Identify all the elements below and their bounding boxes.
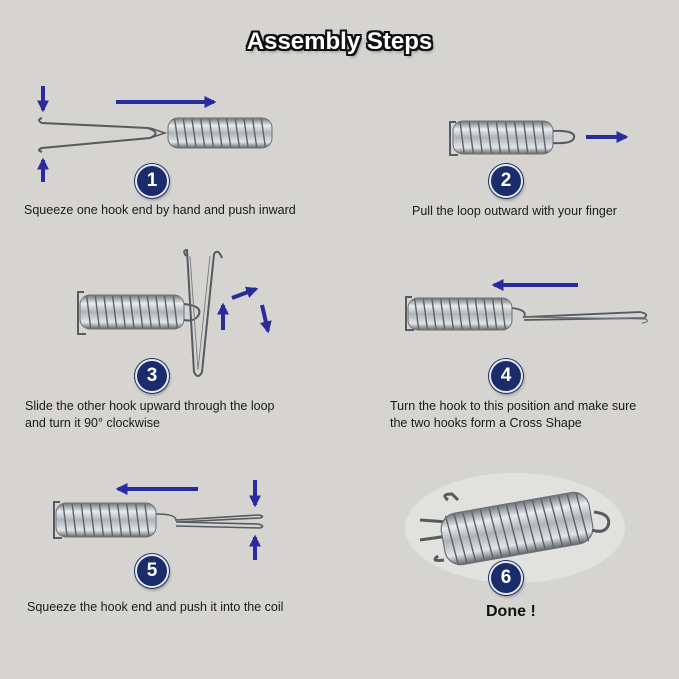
step-badge-4: 4 — [489, 359, 523, 393]
step-badge-3: 3 — [135, 359, 169, 393]
coil-ridge — [107, 503, 114, 537]
coil-ridge — [523, 121, 529, 154]
coil-ridge — [71, 503, 77, 537]
coil-ridge — [457, 298, 463, 330]
coil-ridge — [103, 295, 109, 329]
step-badge-5: 5 — [135, 554, 169, 588]
coil-ridge — [531, 500, 546, 550]
coil-ridge — [557, 495, 572, 545]
coil-ridge — [483, 298, 489, 330]
coil-ridge — [439, 298, 446, 330]
coil-ridge — [94, 295, 101, 329]
coil-ridge — [260, 118, 267, 148]
coil-ridge — [62, 503, 68, 537]
coil-ridge — [234, 118, 241, 148]
coil-ridge — [80, 503, 86, 537]
coil-ridge — [465, 298, 472, 330]
cross-shape-hooks-arrow-icon — [405, 279, 648, 331]
coil-ridge — [479, 509, 494, 559]
step-caption-3-line-2: and turn it 90° clockwise — [25, 416, 160, 430]
hook-through-loop-rotate-arrows-icon — [77, 248, 272, 377]
coil-ridge — [431, 298, 437, 330]
step-badge-6: 6 — [489, 561, 523, 595]
coil-ridge — [514, 503, 529, 553]
coil-ridge — [85, 295, 92, 329]
coil-ridge — [566, 494, 581, 544]
coil-ridge — [225, 118, 232, 148]
coil-ridge — [486, 121, 493, 154]
coil-ridge — [413, 298, 420, 330]
coil-ridge — [173, 118, 180, 148]
assembled-spring-photo-icon — [405, 473, 625, 583]
coil-ridge — [137, 295, 144, 329]
coil-ridge — [504, 121, 511, 154]
coil-ridge — [470, 510, 485, 560]
spring-loop-pull-arrow-icon — [449, 120, 629, 156]
coil-ridge — [477, 121, 483, 154]
coil-ridge — [541, 121, 547, 154]
coil-ridge — [251, 118, 258, 148]
coil-ridge — [191, 118, 197, 148]
step-caption-4-line-2: the two hooks form a Cross Shape — [390, 416, 582, 430]
coil-ridge — [120, 295, 127, 329]
coil-ridge — [459, 121, 465, 154]
coil-ridge — [199, 118, 206, 148]
coil-ridge — [505, 504, 520, 554]
coil-ridge — [468, 121, 474, 154]
step-caption-4-line-1: Turn the hook to this position and make … — [390, 399, 637, 413]
coil-ridge — [89, 503, 96, 537]
coil-ridge — [208, 118, 215, 148]
page-title: Assembly Steps — [246, 28, 433, 55]
coil-ridge — [462, 512, 477, 562]
step-badge-1: 1 — [135, 164, 169, 198]
coil-ridge — [549, 497, 564, 547]
coil-ridge — [182, 118, 189, 148]
coil-ridge — [523, 501, 538, 551]
coil-ridge — [135, 503, 141, 537]
coil-ridge — [540, 498, 555, 548]
coil-ridge — [497, 506, 511, 556]
step-caption-1: Squeeze one hook end by hand and push in… — [24, 203, 296, 217]
coil-ridge — [422, 298, 429, 330]
step-caption-5: Squeeze the hook end and push it into th… — [27, 600, 284, 614]
coil-ridge — [500, 298, 507, 330]
coil-ridge — [495, 121, 502, 154]
coil-ridge — [146, 295, 153, 329]
coil-ridge — [129, 295, 135, 329]
coil-ridge — [243, 118, 249, 148]
coil-ridge — [491, 298, 498, 330]
step-caption-3-line-1: Slide the other hook upward through the … — [25, 399, 275, 413]
coil-ridge — [111, 295, 118, 329]
step-caption-4: Turn the hook to this position and make … — [390, 398, 675, 432]
coil-ridge — [453, 514, 468, 563]
coil-ridge — [532, 121, 538, 154]
coil-ridge — [116, 503, 123, 537]
coil-ridge — [217, 118, 223, 148]
step-caption-3: Slide the other hook upward through the … — [25, 398, 325, 432]
coil-ridge — [98, 503, 105, 537]
step-badge-2: 2 — [489, 164, 523, 198]
spring-with-hook-squeeze-arrows-icon — [37, 86, 273, 182]
coil-ridge — [444, 515, 459, 565]
step-caption-2: Pull the loop outward with your finger — [412, 204, 617, 218]
coil-ridge — [575, 492, 590, 542]
coil-ridge — [474, 298, 481, 330]
coil-ridge — [448, 298, 455, 330]
coil-ridge — [488, 507, 503, 557]
squeeze-push-into-coil-arrows-icon — [53, 480, 264, 560]
coil-ridge — [126, 503, 132, 537]
coil-ridge — [155, 295, 161, 329]
coil-ridge — [172, 295, 179, 329]
coil-ridge — [163, 295, 170, 329]
coil-ridge — [144, 503, 150, 537]
step-caption-6-done: Done ! — [486, 603, 536, 620]
coil-ridge — [513, 121, 520, 154]
